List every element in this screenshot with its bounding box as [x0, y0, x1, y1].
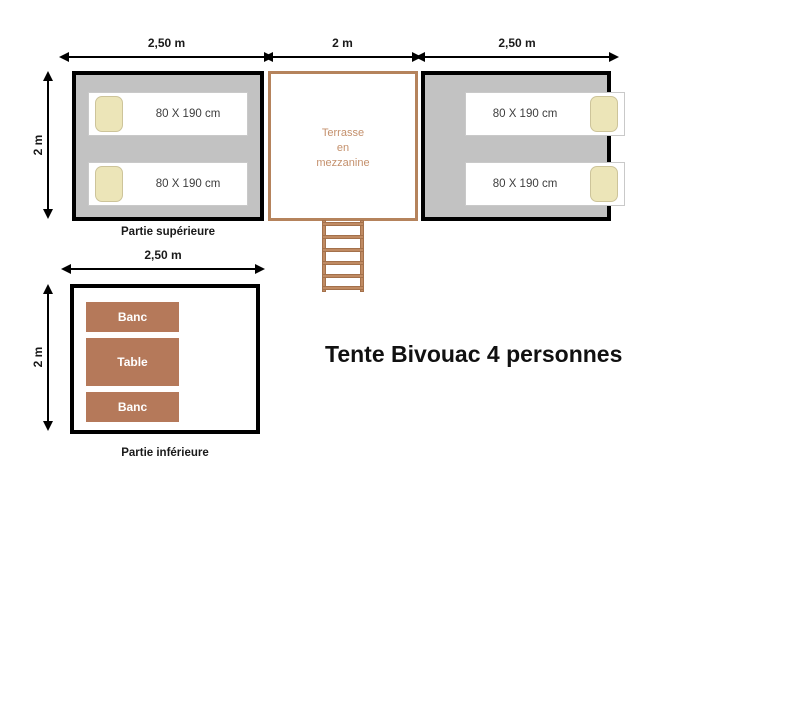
furniture-label: Table — [117, 355, 148, 369]
pillow-icon — [95, 96, 123, 132]
terrace-label-line2: en — [336, 142, 350, 154]
bed-size-label: 80 X 190 cm — [155, 108, 221, 120]
terrace-label-line3: mezzanine — [316, 157, 370, 169]
dimension-label-terrace-width: 2 m — [332, 36, 353, 50]
dimension-arrow-upper-height — [43, 71, 53, 219]
pillow-icon — [590, 166, 618, 202]
bed-upper-right-2: 80 X 190 cm — [465, 162, 625, 206]
furniture-label: Banc — [117, 400, 148, 414]
bed-size-label: 80 X 190 cm — [492, 178, 558, 190]
dimension-arrow-upper-left-width — [59, 52, 274, 62]
dimension-arrow-terrace-width — [263, 52, 422, 62]
bed-upper-left-2: 80 X 190 cm — [88, 162, 248, 206]
dimension-arrow-lower-width — [61, 264, 265, 274]
dimension-arrow-upper-right-width — [415, 52, 619, 62]
lower-room: Banc Table Banc — [70, 284, 260, 434]
upper-right-room: 80 X 190 cm 80 X 190 cm — [421, 71, 625, 221]
upper-left-room: 80 X 190 cm 80 X 190 cm — [72, 71, 264, 221]
bed-upper-right-1: 80 X 190 cm — [465, 92, 625, 136]
dimension-label-upper-height: 2 m — [31, 134, 45, 156]
pillow-icon — [590, 96, 618, 132]
furniture-banc-bottom: Banc — [86, 392, 179, 422]
ladder-icon — [322, 220, 364, 292]
ladder-rung — [322, 248, 364, 252]
furniture-label: Banc — [117, 310, 148, 324]
terrace-mezzanine: Terrasse en mezzanine — [268, 71, 418, 221]
dimension-label-lower-width: 2,50 m — [144, 248, 182, 262]
ladder-rail-left — [322, 220, 326, 292]
furniture-banc-top: Banc — [86, 302, 179, 332]
dimension-label-upper-right-width: 2,50 m — [498, 36, 536, 50]
ladder-rail-right — [360, 220, 364, 292]
bed-upper-left-1: 80 X 190 cm — [88, 92, 248, 136]
bed-size-label: 80 X 190 cm — [492, 108, 558, 120]
ladder-rung — [322, 235, 364, 239]
ladder-rung — [322, 222, 364, 226]
caption-upper-part: Partie supérieure — [121, 226, 215, 238]
terrace-label-line1: Terrasse — [321, 127, 365, 139]
pillow-icon — [95, 166, 123, 202]
furniture-table: Table — [86, 338, 179, 386]
ladder-rung — [322, 261, 364, 265]
page-title: Tente Bivouac 4 personnes — [325, 341, 623, 367]
dimension-label-upper-left-width: 2,50 m — [147, 36, 186, 50]
ladder-rung — [322, 274, 364, 278]
caption-lower-part: Partie inférieure — [121, 447, 209, 459]
bed-size-label: 80 X 190 cm — [155, 178, 221, 190]
dimension-label-lower-height: 2 m — [31, 346, 45, 368]
ladder-rung — [322, 286, 364, 290]
dimension-arrow-lower-height — [43, 284, 53, 431]
